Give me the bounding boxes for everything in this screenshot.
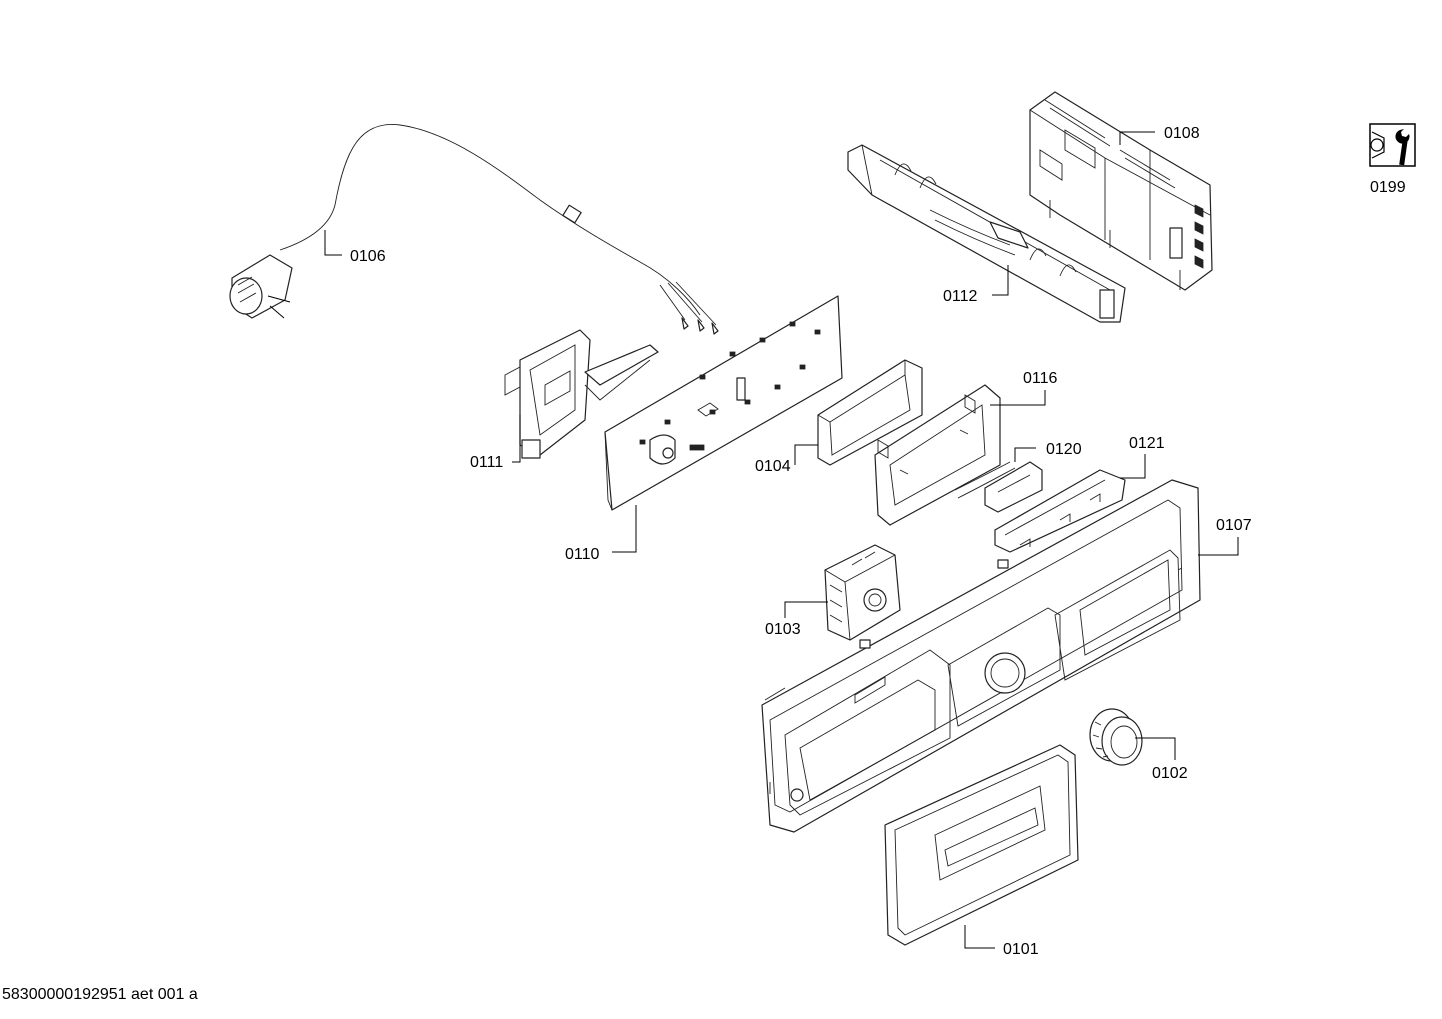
display-frame-drawing[interactable] [874, 384, 1001, 526]
label-0101[interactable]: 0101 [1003, 941, 1039, 958]
drawer-handle-drawing[interactable] [884, 744, 1079, 946]
footer-document-code: 58300000192951 aet 001 a [2, 986, 198, 1003]
service-tool-icon-group[interactable]: 0199 [1369, 123, 1416, 196]
control-module-drawing[interactable] [1029, 91, 1213, 291]
power-cord-drawing[interactable] [229, 124, 719, 335]
label-0112[interactable]: 0112 [943, 288, 978, 305]
service-icon-label: 0199 [1370, 179, 1406, 196]
label-0111[interactable]: 0111 [470, 454, 503, 471]
part-labels: 0106 0108 0112 0111 0110 0104 0116 0120 … [350, 125, 1252, 958]
label-0104[interactable]: 0104 [755, 458, 791, 475]
label-0106[interactable]: 0106 [350, 248, 386, 265]
label-0108[interactable]: 0108 [1164, 125, 1200, 142]
selector-knob-drawing[interactable] [1089, 708, 1143, 766]
control-panel-drawing[interactable] [761, 479, 1201, 833]
leader-lines [324, 131, 1239, 949]
label-0102[interactable]: 0102 [1152, 765, 1188, 782]
button-strip-drawing[interactable] [994, 469, 1126, 569]
display-window-drawing[interactable] [817, 359, 923, 466]
label-0116[interactable]: 0116 [1023, 370, 1058, 387]
pcb-drawing[interactable] [604, 295, 843, 511]
label-0110[interactable]: 0110 [565, 546, 600, 563]
label-0103[interactable]: 0103 [765, 621, 801, 638]
label-0121[interactable]: 0121 [1129, 435, 1165, 452]
program-selector-drawing[interactable] [824, 544, 901, 649]
wire-harness-drawing[interactable] [954, 461, 1043, 513]
label-0120[interactable]: 0120 [1046, 441, 1082, 458]
module-holder-drawing[interactable] [847, 144, 1126, 323]
wrench-tool-icon [1369, 123, 1416, 167]
mounting-bracket-drawing[interactable] [504, 329, 659, 459]
label-0107[interactable]: 0107 [1216, 517, 1252, 534]
